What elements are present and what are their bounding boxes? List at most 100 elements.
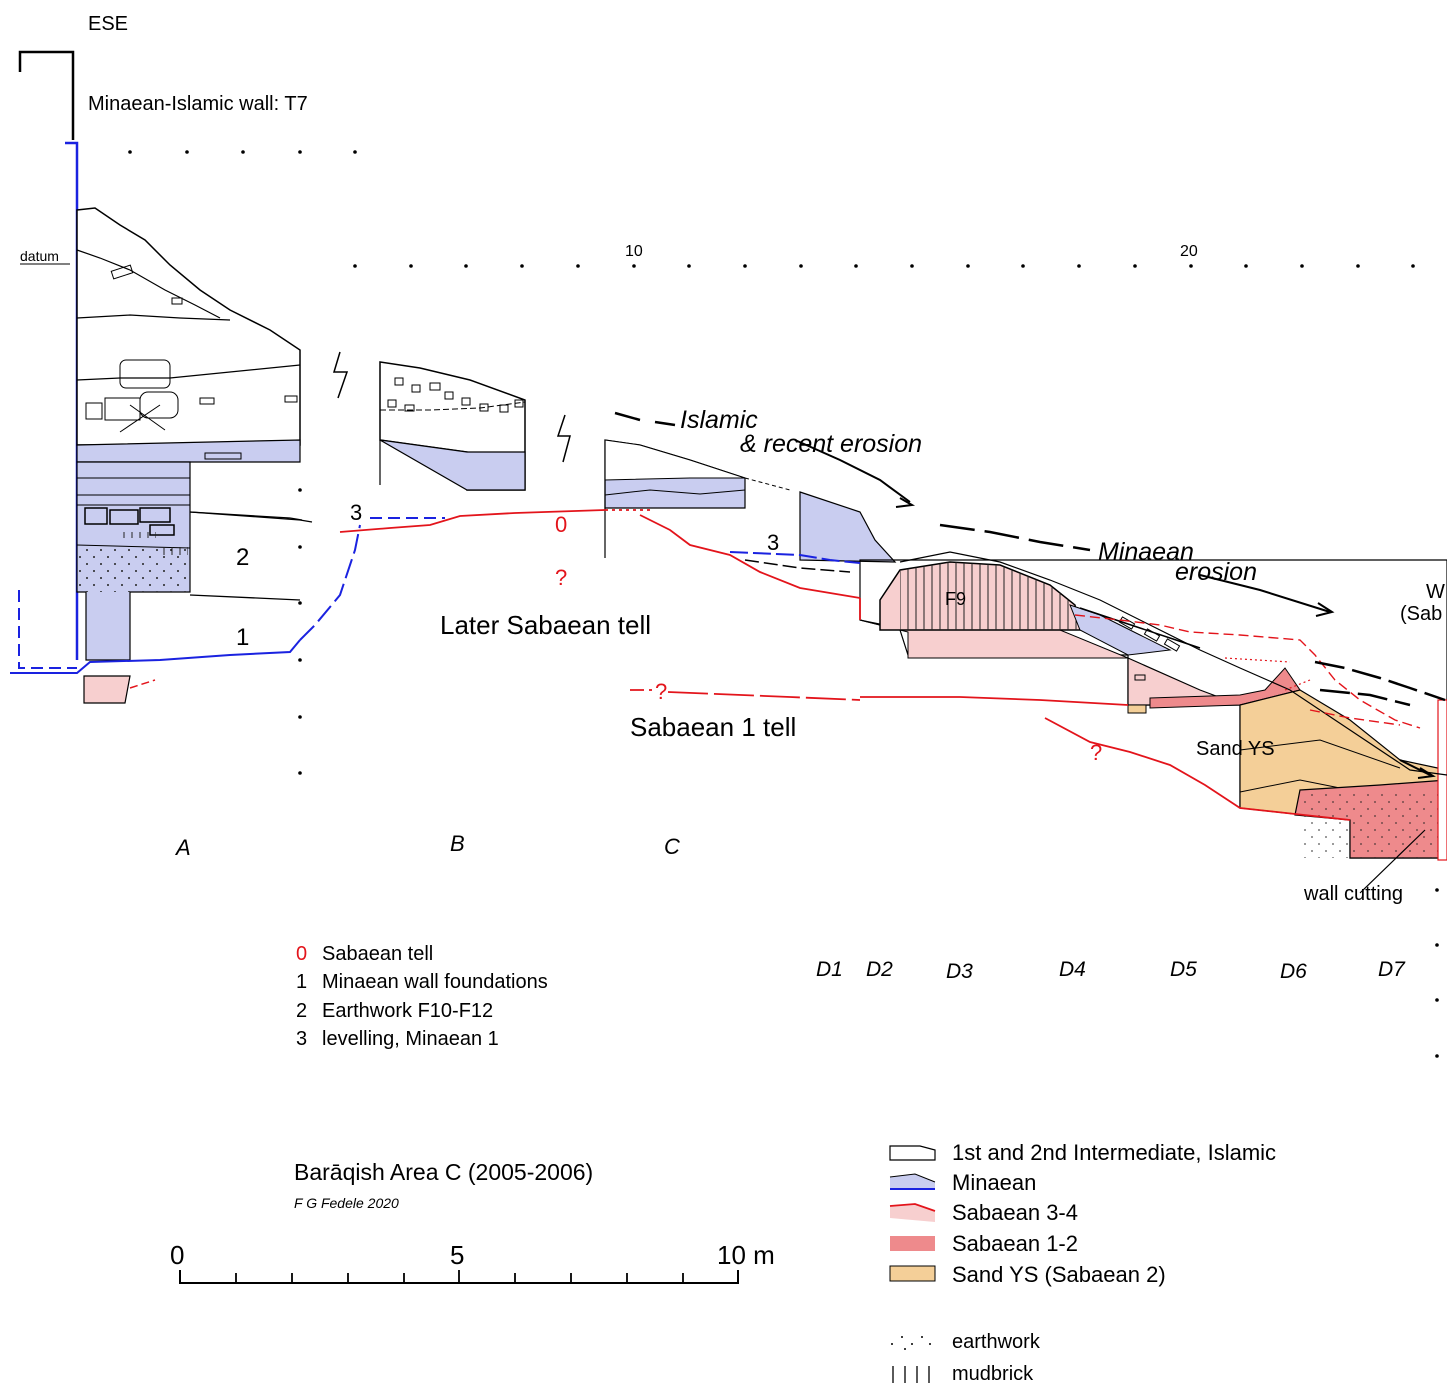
key-label: Earthwork F10-F12 [322,1000,493,1022]
key-number: 0 [296,943,307,965]
drawing-author: F G Fedele 2020 [294,1195,399,1211]
grid-dot [298,715,302,719]
legend-swatch-sabaean-1-2 [890,1236,935,1251]
earthwork-dots-icon [891,1336,931,1350]
grid-dot [241,150,245,154]
legend-label: Minaean [952,1170,1036,1195]
legend-swatch-intermediate [889,1145,936,1161]
layer-marker-2: 2 [236,544,249,571]
grid-dot [520,264,524,268]
grid-dot [966,264,970,268]
key-label: levelling, Minaean 1 [322,1028,499,1050]
orientation-label: ESE [88,13,128,35]
scale-mark-10: 10 [625,243,643,260]
numbered-key: 0 Sabaean tell 1 Minaean wall foundation… [296,943,548,1050]
scale-bar: 0 5 10 m [170,1240,775,1284]
grid-dot [1435,943,1439,947]
legend-symbol-label: earthwork [952,1331,1041,1353]
annotation-recent-erosion: & recent erosion [740,430,922,458]
grid-dot [576,264,580,268]
grid-dot [1435,1054,1439,1058]
annotation-minaean: Minaean [1098,538,1194,566]
d-label: D4 [1059,958,1086,981]
scale-mark-20: 20 [1180,243,1198,260]
d-label: D5 [1170,958,1197,981]
datum-label: datum [20,248,59,264]
grid-dot [1411,264,1415,268]
annotation-islamic: Islamic [680,406,758,434]
grid-dot [1435,888,1439,892]
annotation-minaean-erosion: erosion [1175,558,1257,586]
grid-dot [910,264,914,268]
grid-dot [409,264,413,268]
grid-dot [298,601,302,605]
d-label: D6 [1280,960,1307,983]
annotation-f9: F9 [945,589,966,609]
legend-label: Sabaean 1-2 [952,1231,1078,1256]
grid-dot [743,264,747,268]
grid-dot [1077,264,1081,268]
grid-dot [632,264,636,268]
trench-d [799,491,1447,894]
legend-label: Sand YS (Sabaean 2) [952,1262,1166,1287]
scale-mid: 5 [450,1240,464,1270]
trench-label-a: A [174,835,191,860]
grid-dot [353,150,357,154]
d-label: D2 [866,958,893,981]
grid-dot [1356,264,1360,268]
legend-swatch-sabaean-3-4 [890,1204,935,1222]
wall-label: Minaean-Islamic wall: T7 [88,93,308,115]
question-mark: ? [555,565,567,590]
grid-dot [1435,998,1439,1002]
legend-label: 1st and 2nd Intermediate, Islamic [952,1140,1276,1165]
d-label: D7 [1378,958,1406,981]
key-label: Sabaean tell [322,943,433,965]
layer-marker-3: 3 [767,530,779,555]
grid-dot [1189,264,1193,268]
grid-dot [1300,264,1304,268]
layer-marker-0: 0 [555,512,567,537]
sabaean-lines [339,509,1421,821]
grid-dot [298,771,302,775]
grid-dot [1244,264,1248,268]
grid-dot [353,264,357,268]
d-label: D1 [816,958,843,981]
legend-symbol-label: mudbrick [952,1363,1034,1385]
trench-c [604,439,791,558]
grid-dot [298,658,302,662]
layer-marker-3: 3 [350,500,362,525]
question-mark: ? [655,679,667,704]
annotation-edge-sab: (Sab [1400,603,1442,625]
trench-label-b: B [450,831,465,856]
scale-end: 10 m [717,1240,775,1270]
annotation-sand-ys: Sand YS [1196,738,1275,760]
key-number: 2 [296,1000,307,1022]
trench-b [332,351,571,491]
grid-dot [128,150,132,154]
erosion-lines [189,411,1446,779]
grid-dot [298,488,302,492]
trench-label-c: C [664,834,680,859]
key-label: Minaean wall foundations [322,971,548,993]
layer-marker-1: 1 [236,624,249,651]
annotation-sabaean-1-tell: Sabaean 1 tell [630,712,796,742]
grid-dot [1133,264,1137,268]
legend-label: Sabaean 3-4 [952,1200,1078,1225]
trench-a [18,50,303,704]
drawing-title: Barāqish Area C (2005-2006) [294,1159,593,1185]
key-number: 3 [296,1028,307,1050]
annotation-wall-cutting: wall cutting [1303,883,1403,905]
grid-dot [854,264,858,268]
grid-dot [298,150,302,154]
grid-dot [1021,264,1025,268]
minaean-lines [370,517,861,564]
legend: 1st and 2nd Intermediate, Islamic Minaea… [889,1140,1276,1385]
key-number: 1 [296,971,307,993]
trench-a-lines [10,524,361,689]
grid-dots [128,150,1439,1058]
scale-start: 0 [170,1240,184,1270]
mudbrick-lines-icon [892,1366,930,1383]
annotation-edge-w: W [1426,581,1445,603]
